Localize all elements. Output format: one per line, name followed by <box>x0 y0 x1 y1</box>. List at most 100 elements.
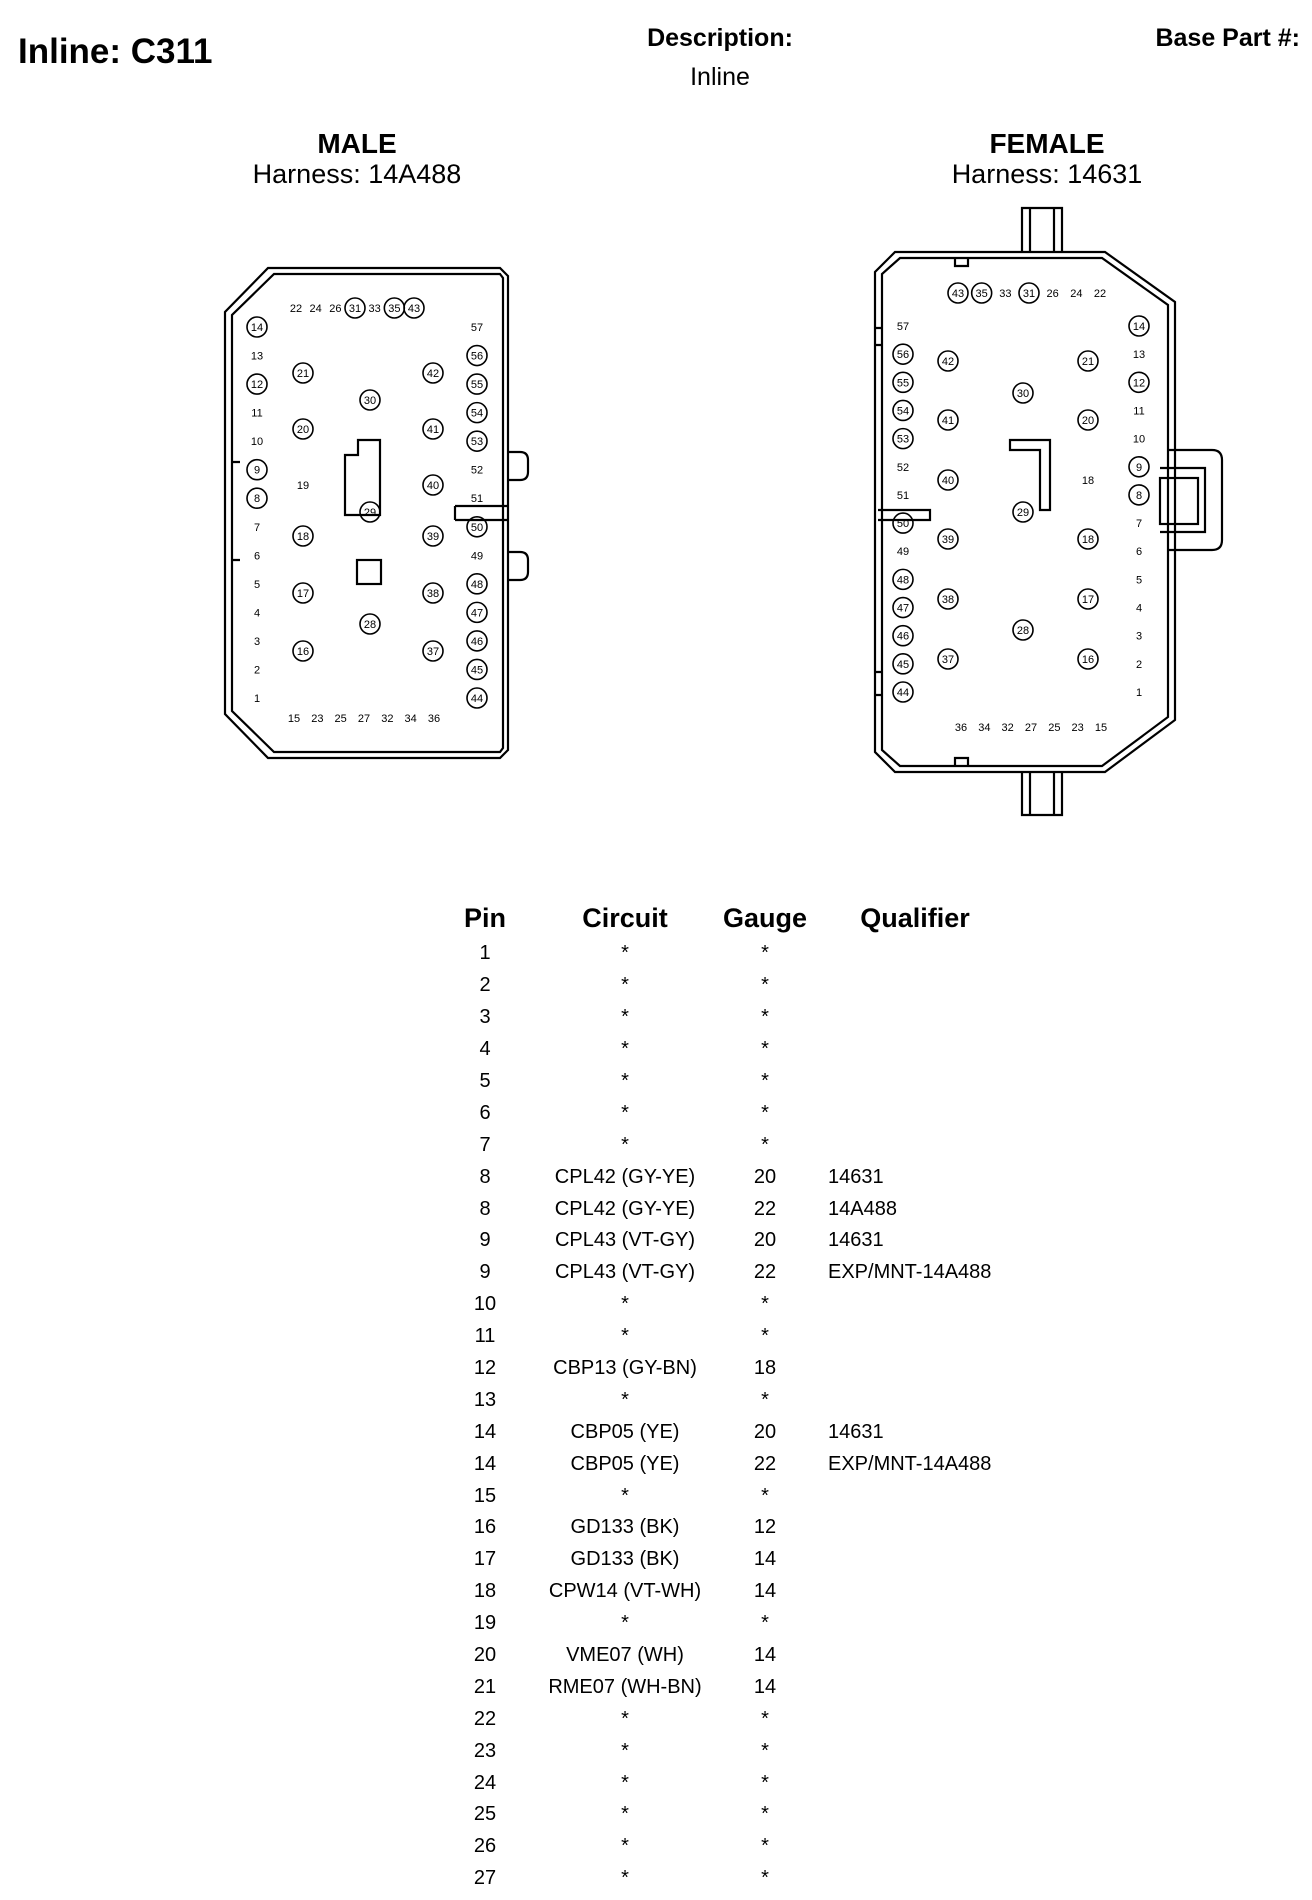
svg-text:23: 23 <box>311 713 323 725</box>
qualifier-cell <box>820 1034 1010 1066</box>
pin-cell: 18 <box>473 1580 497 1603</box>
pin-label: 23 <box>1072 722 1084 734</box>
table-row: 19** <box>430 1608 1010 1640</box>
svg-text:37: 37 <box>427 646 439 658</box>
pin-label: 15 <box>288 713 300 725</box>
pin-label: 44 <box>466 687 488 709</box>
pin-label: 39 <box>937 528 959 550</box>
svg-text:14: 14 <box>251 322 263 334</box>
circuit-cell: * <box>621 1070 629 1092</box>
pin-label: 56 <box>892 343 914 365</box>
pin-label: 16 <box>1077 648 1099 670</box>
gauge-cell: * <box>761 1101 769 1124</box>
pin-label: 22 <box>1094 288 1106 300</box>
table-row: 10 * * <box>430 1289 1010 1321</box>
svg-text:13: 13 <box>251 351 263 363</box>
pin-table: Pin Circuit Gauge Qualifier 1**2**3**4**… <box>430 898 1010 1895</box>
pin-cell: 8 <box>479 1197 491 1220</box>
gauge-cell: * <box>761 1293 769 1316</box>
pin-cell: 17 <box>473 1548 497 1571</box>
pin-label: 21 <box>1077 350 1099 372</box>
gauge-cell: 14 <box>753 1580 777 1603</box>
gauge-cell: * <box>761 1612 769 1635</box>
pin-cell: 12 <box>473 1357 497 1380</box>
svg-text:42: 42 <box>942 356 954 368</box>
pin-label: 45 <box>466 658 488 681</box>
circuit-cell: * <box>621 1835 629 1858</box>
pin-label: 39 <box>422 525 444 547</box>
pin-label: 50 <box>466 515 488 538</box>
qualifier-cell <box>820 1608 1010 1640</box>
pin-cell: 10 <box>473 1293 497 1316</box>
pin-label: 11 <box>251 408 262 420</box>
pin-cell: 22 <box>473 1707 497 1730</box>
pin-label: 43 <box>947 282 969 304</box>
svg-text:6: 6 <box>1136 546 1142 558</box>
pin-cell: 9 <box>479 1261 491 1284</box>
gauge-cell: * <box>761 942 769 965</box>
pin-label: 34 <box>405 713 417 725</box>
pin-label: 20 <box>1077 409 1099 431</box>
pin-label: 50 <box>892 512 914 534</box>
pin-cell: 11 <box>474 1325 496 1348</box>
pin-label: 10 <box>1133 434 1145 446</box>
pin-label: 37 <box>937 648 959 670</box>
pin-label: 33 <box>999 288 1011 300</box>
qualifier-cell <box>820 1671 1010 1703</box>
svg-text:33: 33 <box>369 303 381 315</box>
pin-label: 9 <box>1128 455 1150 478</box>
svg-text:8: 8 <box>1136 490 1142 502</box>
table-row: 5** <box>430 1066 1010 1098</box>
svg-text:4: 4 <box>254 607 260 619</box>
svg-text:52: 52 <box>471 465 483 477</box>
pin-label: 25 <box>335 713 347 725</box>
pin-label: 45 <box>892 653 914 675</box>
pin-cell: 14 <box>473 1420 497 1443</box>
pin-label: 21 <box>292 362 314 384</box>
circuit-cell: * <box>621 1325 629 1348</box>
svg-text:23: 23 <box>1072 722 1084 734</box>
qualifier-cell: 14631 <box>828 1165 884 1188</box>
svg-text:26: 26 <box>329 303 341 315</box>
pin-label: 30 <box>1012 382 1034 404</box>
table-row: 24** <box>430 1767 1010 1799</box>
svg-text:4: 4 <box>1136 603 1142 615</box>
qualifier-cell <box>820 1831 1010 1863</box>
svg-text:20: 20 <box>297 424 309 436</box>
svg-text:51: 51 <box>471 493 483 505</box>
circuit-cell: * <box>621 1101 629 1124</box>
table-row: 25** <box>430 1799 1010 1831</box>
pin-cell: 19 <box>473 1612 497 1635</box>
pin-label: 29 <box>1012 501 1034 523</box>
gauge-cell: * <box>761 1070 769 1092</box>
pin-label: 31 <box>1018 282 1040 304</box>
pin-label: 13 <box>1133 349 1145 361</box>
pin-label: 17 <box>292 582 314 604</box>
pin-label: 48 <box>892 568 914 591</box>
pin-label: 24 <box>310 303 322 315</box>
svg-text:12: 12 <box>1133 377 1145 389</box>
circuit-cell: * <box>621 1293 629 1316</box>
circuit-cell: GD133 (BK) <box>570 1516 680 1539</box>
svg-text:54: 54 <box>897 405 909 417</box>
qualifier-cell <box>820 1703 1010 1735</box>
pin-cell: 6 <box>479 1101 491 1124</box>
pin-label: 42 <box>937 350 959 372</box>
svg-text:53: 53 <box>897 434 909 446</box>
svg-text:52: 52 <box>897 462 909 474</box>
svg-text:3: 3 <box>254 636 260 648</box>
qualifier-cell <box>820 1767 1010 1799</box>
table-row: 11** <box>430 1321 1010 1353</box>
pin-label: 49 <box>471 550 483 562</box>
svg-text:12: 12 <box>251 379 263 391</box>
pin-label: 25 <box>1048 722 1060 734</box>
pin-label: 46 <box>466 630 488 652</box>
svg-text:11: 11 <box>1133 405 1144 417</box>
pin-label: 7 <box>1136 518 1142 530</box>
svg-text:25: 25 <box>335 713 347 725</box>
pin-cell: 16 <box>473 1516 497 1539</box>
